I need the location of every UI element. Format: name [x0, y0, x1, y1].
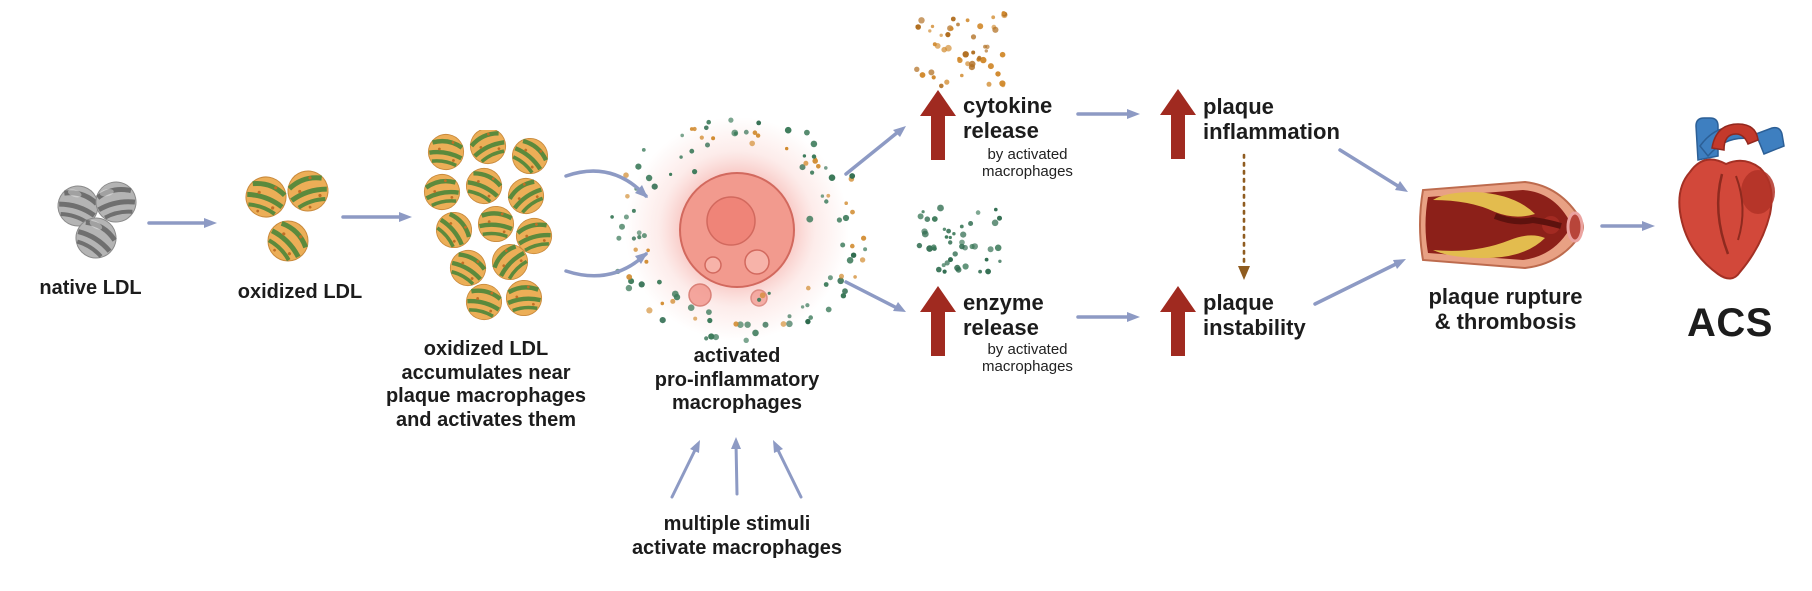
oxidized-ldl-label: oxidized LDL: [237, 281, 363, 303]
plaque-instability-label: plaque instability: [1203, 290, 1306, 340]
arrow-inflammation-to-artery: [1338, 148, 1408, 192]
acs-label: ACS: [1687, 301, 1773, 345]
arrow-artery-to-heart: [1600, 221, 1655, 231]
macrophage-icon: [625, 117, 849, 341]
ldl-accumulation-label: oxidized LDL accumulates near plaque mac…: [385, 338, 587, 431]
increase-arrow-cytokine-icon: [920, 90, 956, 160]
increase-arrow-enzyme-icon: [920, 286, 956, 356]
increase-arrow-instability-icon: [1160, 286, 1196, 356]
oxidized-ldl-icon: [240, 165, 355, 270]
heart-icon: [1678, 117, 1785, 280]
enzyme-release-subtitle: by activated macrophages: [982, 341, 1073, 376]
plaque-rupture-label: plaque rupture & thrombosis: [1428, 284, 1583, 334]
native-ldl-icon: [50, 178, 160, 270]
oxidized-ldl-cluster-icon: [420, 130, 560, 342]
cytokine-dot-spray: [914, 11, 1008, 89]
enzyme-dot-spray: [916, 204, 1002, 275]
enzyme-release-title: enzyme release: [963, 290, 1044, 340]
plaque-inflammation-label: plaque inflammation: [1203, 94, 1340, 144]
native-ldl-label: native LDL: [39, 277, 142, 299]
arrow-stimulus-left: [670, 440, 700, 499]
cytokine-release-subtitle: by activated macrophages: [982, 146, 1073, 181]
cytokine-release-title: cytokine release: [963, 93, 1053, 143]
arrow-stimulus-right: [773, 440, 803, 499]
increase-arrow-inflammation-icon: [1160, 89, 1196, 159]
arrow-stimulus-middle: [731, 437, 741, 496]
macrophage-label: activated pro-inflammatory macrophages: [654, 345, 820, 415]
ruptured-artery-icon: [1419, 180, 1584, 270]
arrow-inflammation-to-instability-dashed: [1238, 153, 1250, 280]
stimuli-label: multiple stimuli activate macrophages: [631, 513, 843, 559]
